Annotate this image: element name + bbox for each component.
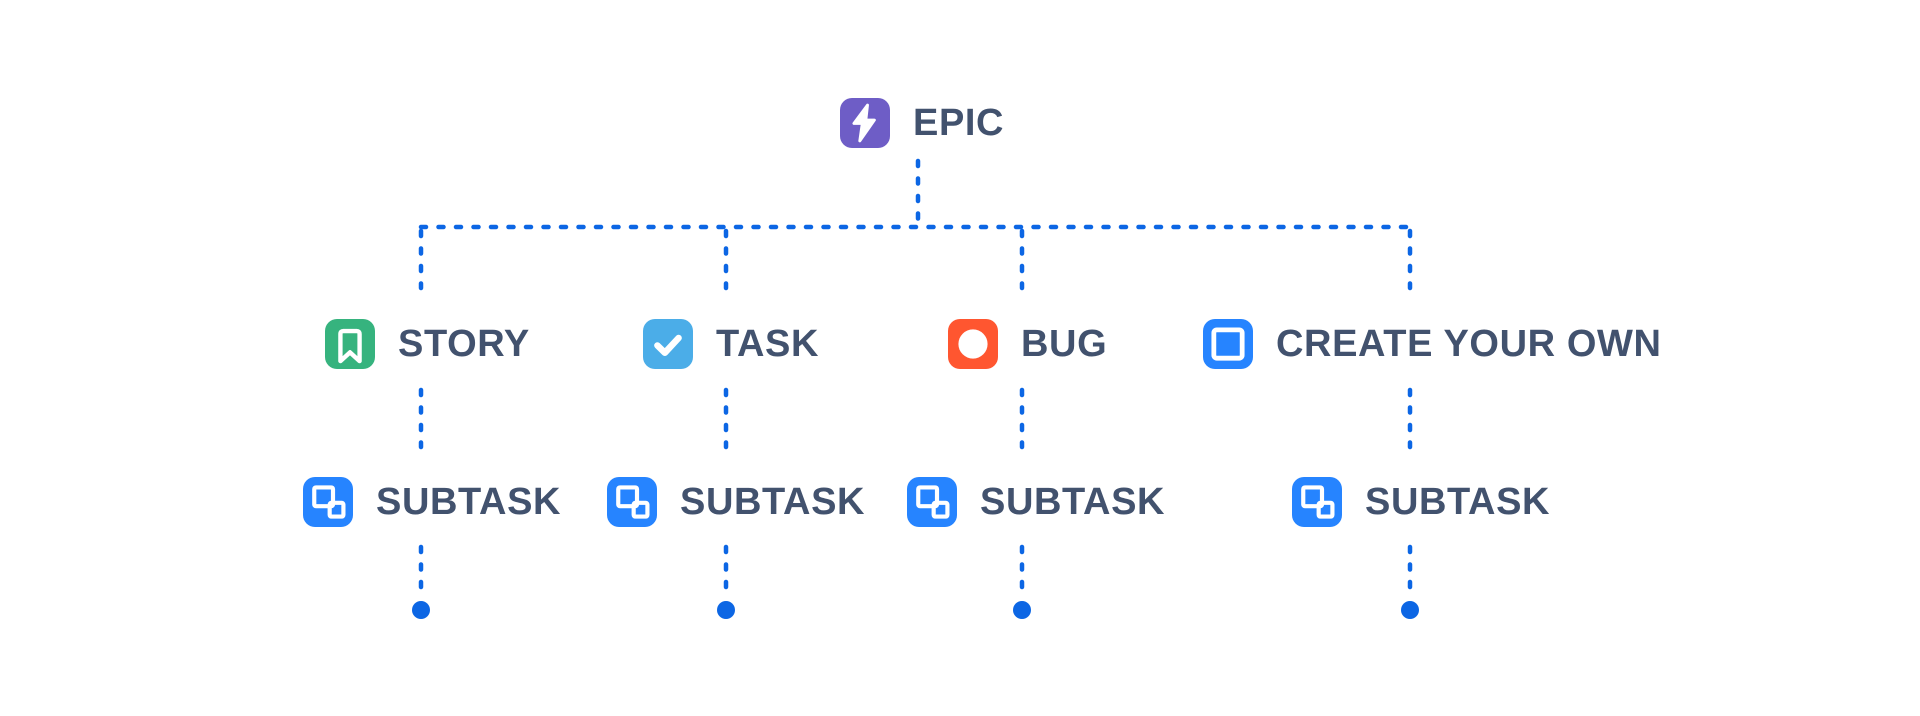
story-bookmark-icon [325,319,375,369]
epic-lightning-icon [840,98,890,148]
node-label: SUBTASK [980,481,1166,523]
connector-branch-stubs [418,228,1413,291]
end-dot [1013,601,1031,619]
node-label: CREATE YOUR OWN [1276,323,1662,365]
node-label: BUG [1021,323,1108,365]
custom-issue-type-icon [1203,319,1253,369]
node-story: STORY [325,319,530,369]
node-create-your-own: CREATE YOUR OWN [1203,319,1662,369]
bug-circle-icon [948,319,998,369]
node-label: SUBTASK [680,481,866,523]
node-subtask-task: SUBTASK [607,477,865,527]
node-subtask-bug: SUBTASK [907,477,1165,527]
subtask-icon [907,477,957,527]
node-bug: BUG [948,319,1107,369]
end-dot [717,601,735,619]
end-dot [412,601,430,619]
subtask-icon [1292,477,1342,527]
node-subtask-custom: SUBTASK [1292,477,1550,527]
node-subtask-story: SUBTASK [303,477,561,527]
connector-end-dots [412,601,1419,619]
node-task: TASK [643,319,819,369]
subtask-icon [607,477,657,527]
node-label: EPIC [913,102,1005,144]
subtask-icon [303,477,353,527]
node-epic: EPIC [840,98,1004,148]
node-label: SUBTASK [376,481,562,523]
connector-subtask-stubs [418,387,1413,450]
end-dot [1401,601,1419,619]
connector-end-stubs [418,544,1413,597]
node-label: SUBTASK [1365,481,1551,523]
node-label: STORY [398,323,530,365]
node-label: TASK [716,323,820,365]
task-checkmark-icon [643,319,693,369]
